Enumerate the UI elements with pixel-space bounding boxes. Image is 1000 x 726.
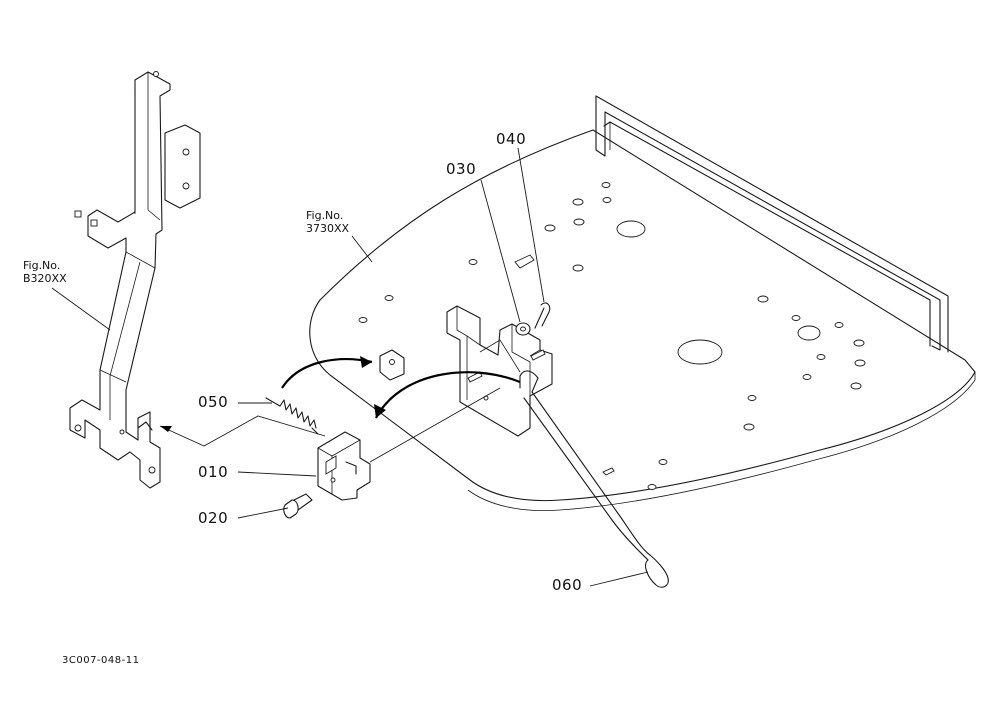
plate-holes bbox=[358, 182, 866, 490]
callout-030: 030 bbox=[446, 160, 477, 178]
callout-leaders bbox=[51, 147, 649, 587]
drawing-code: 3C007-048-11 bbox=[62, 655, 140, 666]
callout-020: 020 bbox=[198, 509, 229, 527]
plate-fig-ref-line2: 3730XX bbox=[306, 222, 350, 235]
frame-fig-ref-line2: B320XX bbox=[23, 272, 67, 285]
plate-fig-ref-line1: Fig.No. bbox=[306, 209, 344, 222]
latch-010 bbox=[317, 431, 371, 501]
assembly-arrows bbox=[159, 356, 521, 463]
frame-fig-ref: Fig.No. B320XX bbox=[23, 259, 67, 285]
washer-030 bbox=[515, 322, 531, 336]
frame-fig-ref-line1: Fig.No. bbox=[23, 259, 61, 272]
cotter-pin-040 bbox=[534, 302, 551, 329]
pin-020 bbox=[283, 493, 313, 519]
callout-060: 060 bbox=[552, 576, 583, 594]
plate-fig-ref: Fig.No. 3730XX bbox=[306, 209, 349, 235]
spring-050 bbox=[265, 397, 319, 435]
callout-040: 040 bbox=[496, 130, 527, 148]
floor-plate bbox=[309, 95, 976, 511]
callout-010: 010 bbox=[198, 463, 229, 481]
callout-050: 050 bbox=[198, 393, 229, 411]
release-rod-060 bbox=[519, 370, 669, 588]
main-frame bbox=[69, 71, 201, 489]
